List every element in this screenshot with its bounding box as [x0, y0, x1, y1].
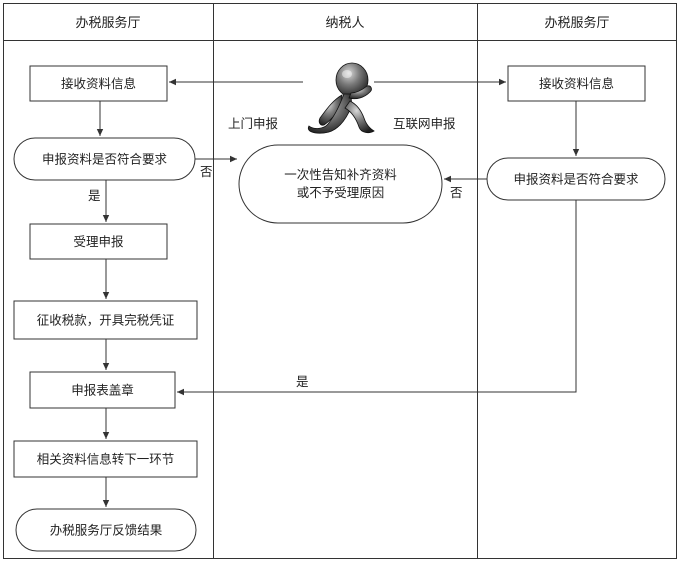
running-person-icon	[307, 62, 375, 134]
node-collect: 征收税款，开具完税凭证	[13, 300, 198, 340]
label-yes-left: 是	[88, 188, 101, 203]
outer-border	[3, 3, 677, 559]
node-label: 受理申报	[73, 234, 124, 249]
node-shape	[238, 144, 443, 224]
lane-title-right: 办税服务厅	[544, 15, 609, 31]
node-check-left: 申报资料是否符合要求	[13, 137, 196, 181]
node-feedback: 办税服务厅反馈结果	[15, 508, 197, 552]
node-shape	[29, 223, 168, 260]
node-label: 办税服务厅反馈结果	[50, 523, 163, 538]
node-shape	[29, 65, 168, 102]
node-transfer: 相关资料信息转下一环节	[13, 440, 198, 478]
node-label: 申报资料是否符合要求	[513, 172, 639, 187]
node-receive-right: 接收资料信息	[507, 65, 646, 102]
lane-headers: 办税服务厅 纳税人 办税服务厅	[75, 15, 609, 31]
edges	[96, 78, 580, 507]
node-label: 征收税款，开具完税凭证	[37, 313, 175, 328]
node-shape	[507, 65, 646, 102]
label-no-right: 否	[450, 185, 463, 200]
edge-labels: 上门申报 互联网申报 否 否 是 是	[88, 116, 463, 389]
node-shape	[29, 371, 176, 409]
node-label: 申报资料是否符合要求	[42, 152, 168, 167]
lane-title-left: 办税服务厅	[75, 15, 140, 31]
node-accept: 受理申报	[29, 223, 168, 260]
node-shape	[15, 508, 197, 552]
node-label-line1: 一次性告知补齐资料	[284, 167, 397, 182]
label-yes-right: 是	[296, 374, 309, 389]
node-notify: 一次性告知补齐资料 或不予受理原因	[238, 144, 443, 224]
node-label: 申报表盖章	[71, 383, 134, 398]
node-receive-left: 接收资料信息	[29, 65, 168, 102]
label-onsite: 上门申报	[228, 116, 279, 131]
node-label-line2: 或不予受理原因	[297, 185, 385, 200]
node-label: 接收资料信息	[61, 76, 136, 91]
edge-check-right-yes-to-stamp	[177, 200, 577, 396]
label-online: 互联网申报	[393, 116, 456, 131]
node-stamp: 申报表盖章	[29, 371, 176, 409]
node-label: 相关资料信息转下一环节	[37, 452, 175, 467]
label-no-left: 否	[200, 164, 213, 179]
swimlane-frame	[3, 3, 677, 559]
node-label: 接收资料信息	[539, 76, 614, 91]
lane-title-middle: 纳税人	[325, 16, 364, 31]
node-check-right: 申报资料是否符合要求	[486, 157, 666, 201]
